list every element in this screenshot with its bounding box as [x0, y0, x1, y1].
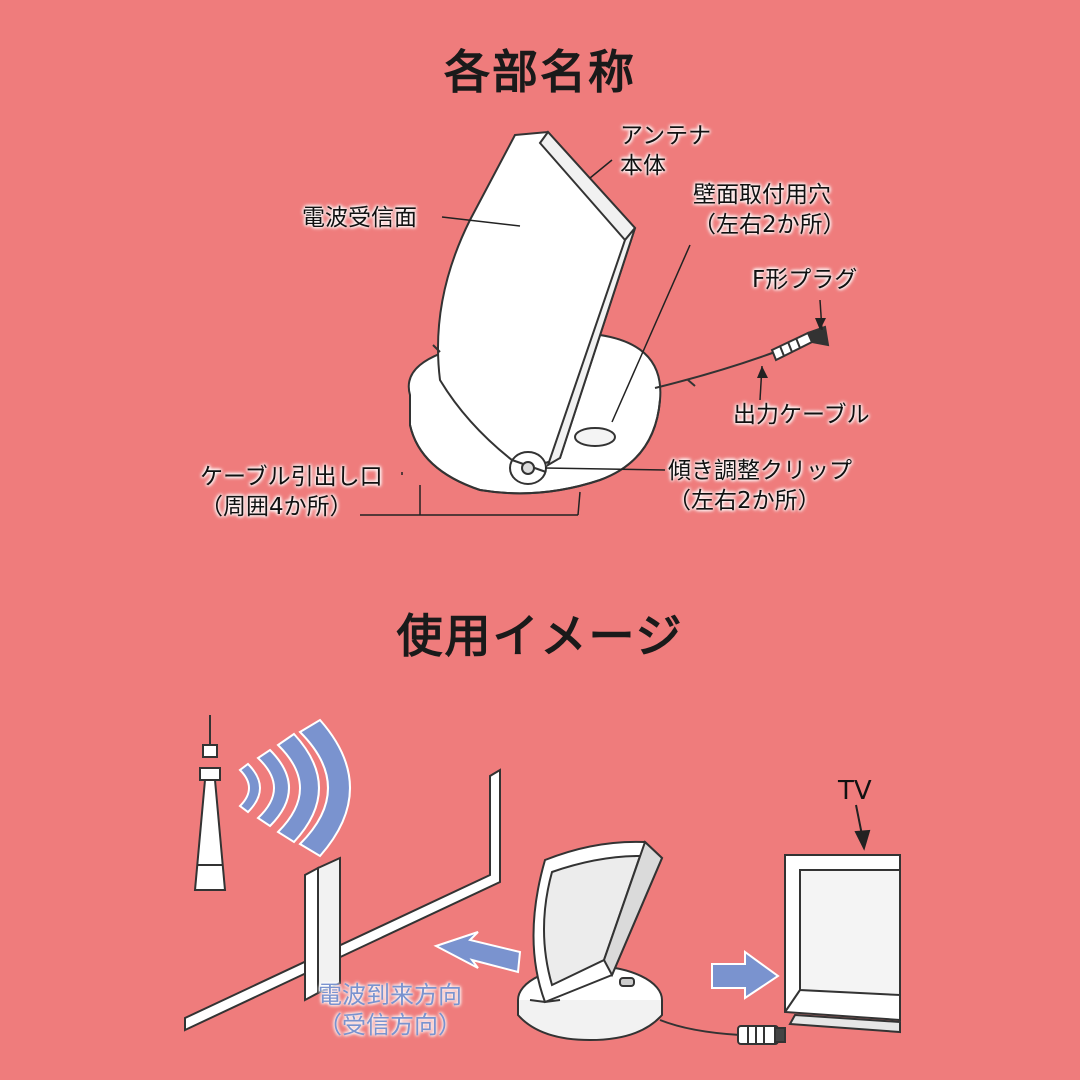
- tv-icon: [784, 854, 901, 1034]
- label-antenna-body: アンテナ 本体: [620, 121, 711, 181]
- tv-pointer-arrow: [854, 804, 871, 851]
- label-wall-hole-line2: （左右2か所）: [693, 212, 846, 238]
- label-antenna-body-line1: アンテナ: [620, 123, 712, 149]
- f-plug-shape: [770, 325, 830, 362]
- label-tv: TV: [838, 776, 872, 806]
- broadcast-tower-icon: [193, 715, 227, 891]
- direction-arrow: [433, 931, 522, 974]
- label-tilt-clip: 傾き調整クリップ （左右2か所）: [668, 456, 852, 516]
- parts-section-title: 各部名称: [444, 45, 636, 99]
- label-direction-line1: 電波到来方向: [318, 981, 462, 1009]
- room-walls: [184, 768, 501, 1032]
- label-tilt-clip-line1: 傾き調整クリップ: [668, 458, 852, 484]
- leader-lines: [360, 159, 823, 516]
- label-direction-line2: （受信方向）: [318, 1011, 462, 1039]
- usage-plug: [737, 1025, 786, 1045]
- label-f-plug: F形プラグ: [752, 267, 858, 293]
- label-output-cable: 出力ケーブル: [733, 402, 870, 428]
- usage-section-title: 使用イメージ: [396, 609, 684, 663]
- label-antenna-body-line2: 本体: [620, 153, 666, 179]
- tilt-clip-shape: [509, 451, 547, 485]
- leader-arrowheads: [757, 318, 826, 378]
- radio-waves-icon: [238, 718, 351, 858]
- label-direction: 電波到来方向 （受信方向）: [318, 980, 462, 1040]
- output-arrow: [711, 950, 780, 1000]
- label-cable-outlet-line2: （周囲4か所）: [200, 494, 353, 520]
- label-tilt-clip-line2: （左右2か所）: [668, 488, 821, 514]
- usage-cable: [659, 1019, 741, 1036]
- label-cable-outlet: ケーブル引出し口 （周囲4か所）: [200, 462, 383, 522]
- usage-antenna: [517, 840, 664, 1042]
- wall-hole-shape: [574, 427, 616, 447]
- label-receiving-surface: 電波受信面: [302, 205, 417, 231]
- label-wall-hole-line1: 壁面取付用穴: [693, 182, 831, 208]
- output-cable-shape: [654, 351, 776, 389]
- label-cable-outlet-line1: ケーブル引出し口: [200, 464, 383, 490]
- label-wall-hole: 壁面取付用穴 （左右2か所）: [693, 180, 846, 240]
